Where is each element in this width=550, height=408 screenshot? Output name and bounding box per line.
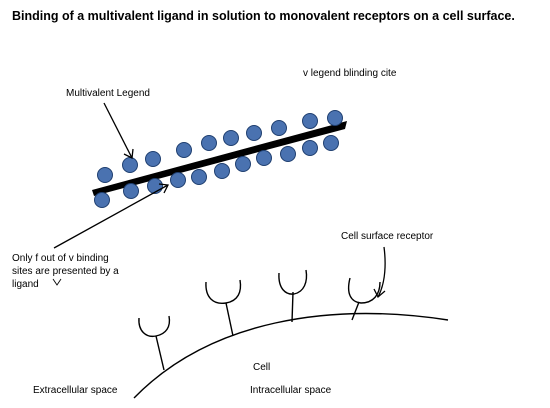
binding-site-bead [323, 135, 339, 151]
binding-site-beads [94, 110, 343, 208]
diagram-title: Binding of a multivalent ligand in solut… [12, 9, 515, 23]
note-arrow [53, 183, 169, 249]
binding-site-bead [122, 157, 138, 173]
label-binding-site: v legend blinding cite [303, 68, 397, 79]
cell-membrane [133, 312, 449, 399]
receptor-2 [205, 279, 242, 337]
receptor-3 [278, 269, 308, 323]
binding-site-bead [123, 183, 139, 199]
label-multivalent-ligand: Multivalent Legend [66, 88, 150, 99]
receptor-arrow [373, 246, 386, 299]
binding-site-bead [176, 142, 192, 158]
binding-site-bead [302, 140, 318, 156]
binding-site-bead [191, 169, 207, 185]
binding-site-bead [246, 125, 262, 141]
binding-site-bead [214, 163, 230, 179]
label-note-line3: ligand [12, 279, 39, 290]
label-note-line1: Only f out of v binding [12, 253, 109, 264]
receptor-1 [138, 315, 171, 371]
binding-site-bead [302, 113, 318, 129]
receptor-4 [347, 277, 381, 321]
binding-site-bead [94, 192, 110, 208]
label-note-line2: sites are presented by a [12, 266, 119, 277]
binding-site-bead [327, 110, 343, 126]
binding-site-bead [280, 146, 296, 162]
binding-site-bead [145, 151, 161, 167]
receptors [138, 269, 381, 371]
binding-site-bead [235, 156, 251, 172]
label-cell-surface-receptor: Cell surface receptor [341, 231, 434, 242]
nu-symbol [52, 278, 62, 286]
binding-site-bead [201, 135, 217, 151]
ligand-arrow [103, 102, 134, 159]
label-cell: Cell [253, 362, 271, 373]
label-extracellular-space: Extracellular space [33, 385, 118, 396]
binding-site-bead [271, 120, 287, 136]
binding-site-bead [170, 172, 186, 188]
binding-site-bead [223, 130, 239, 146]
binding-site-bead [147, 178, 163, 194]
ligand-rod [92, 121, 347, 196]
binding-site-bead [97, 167, 113, 183]
label-intracellular-space: Intracellular space [250, 385, 332, 396]
binding-site-bead [256, 150, 272, 166]
